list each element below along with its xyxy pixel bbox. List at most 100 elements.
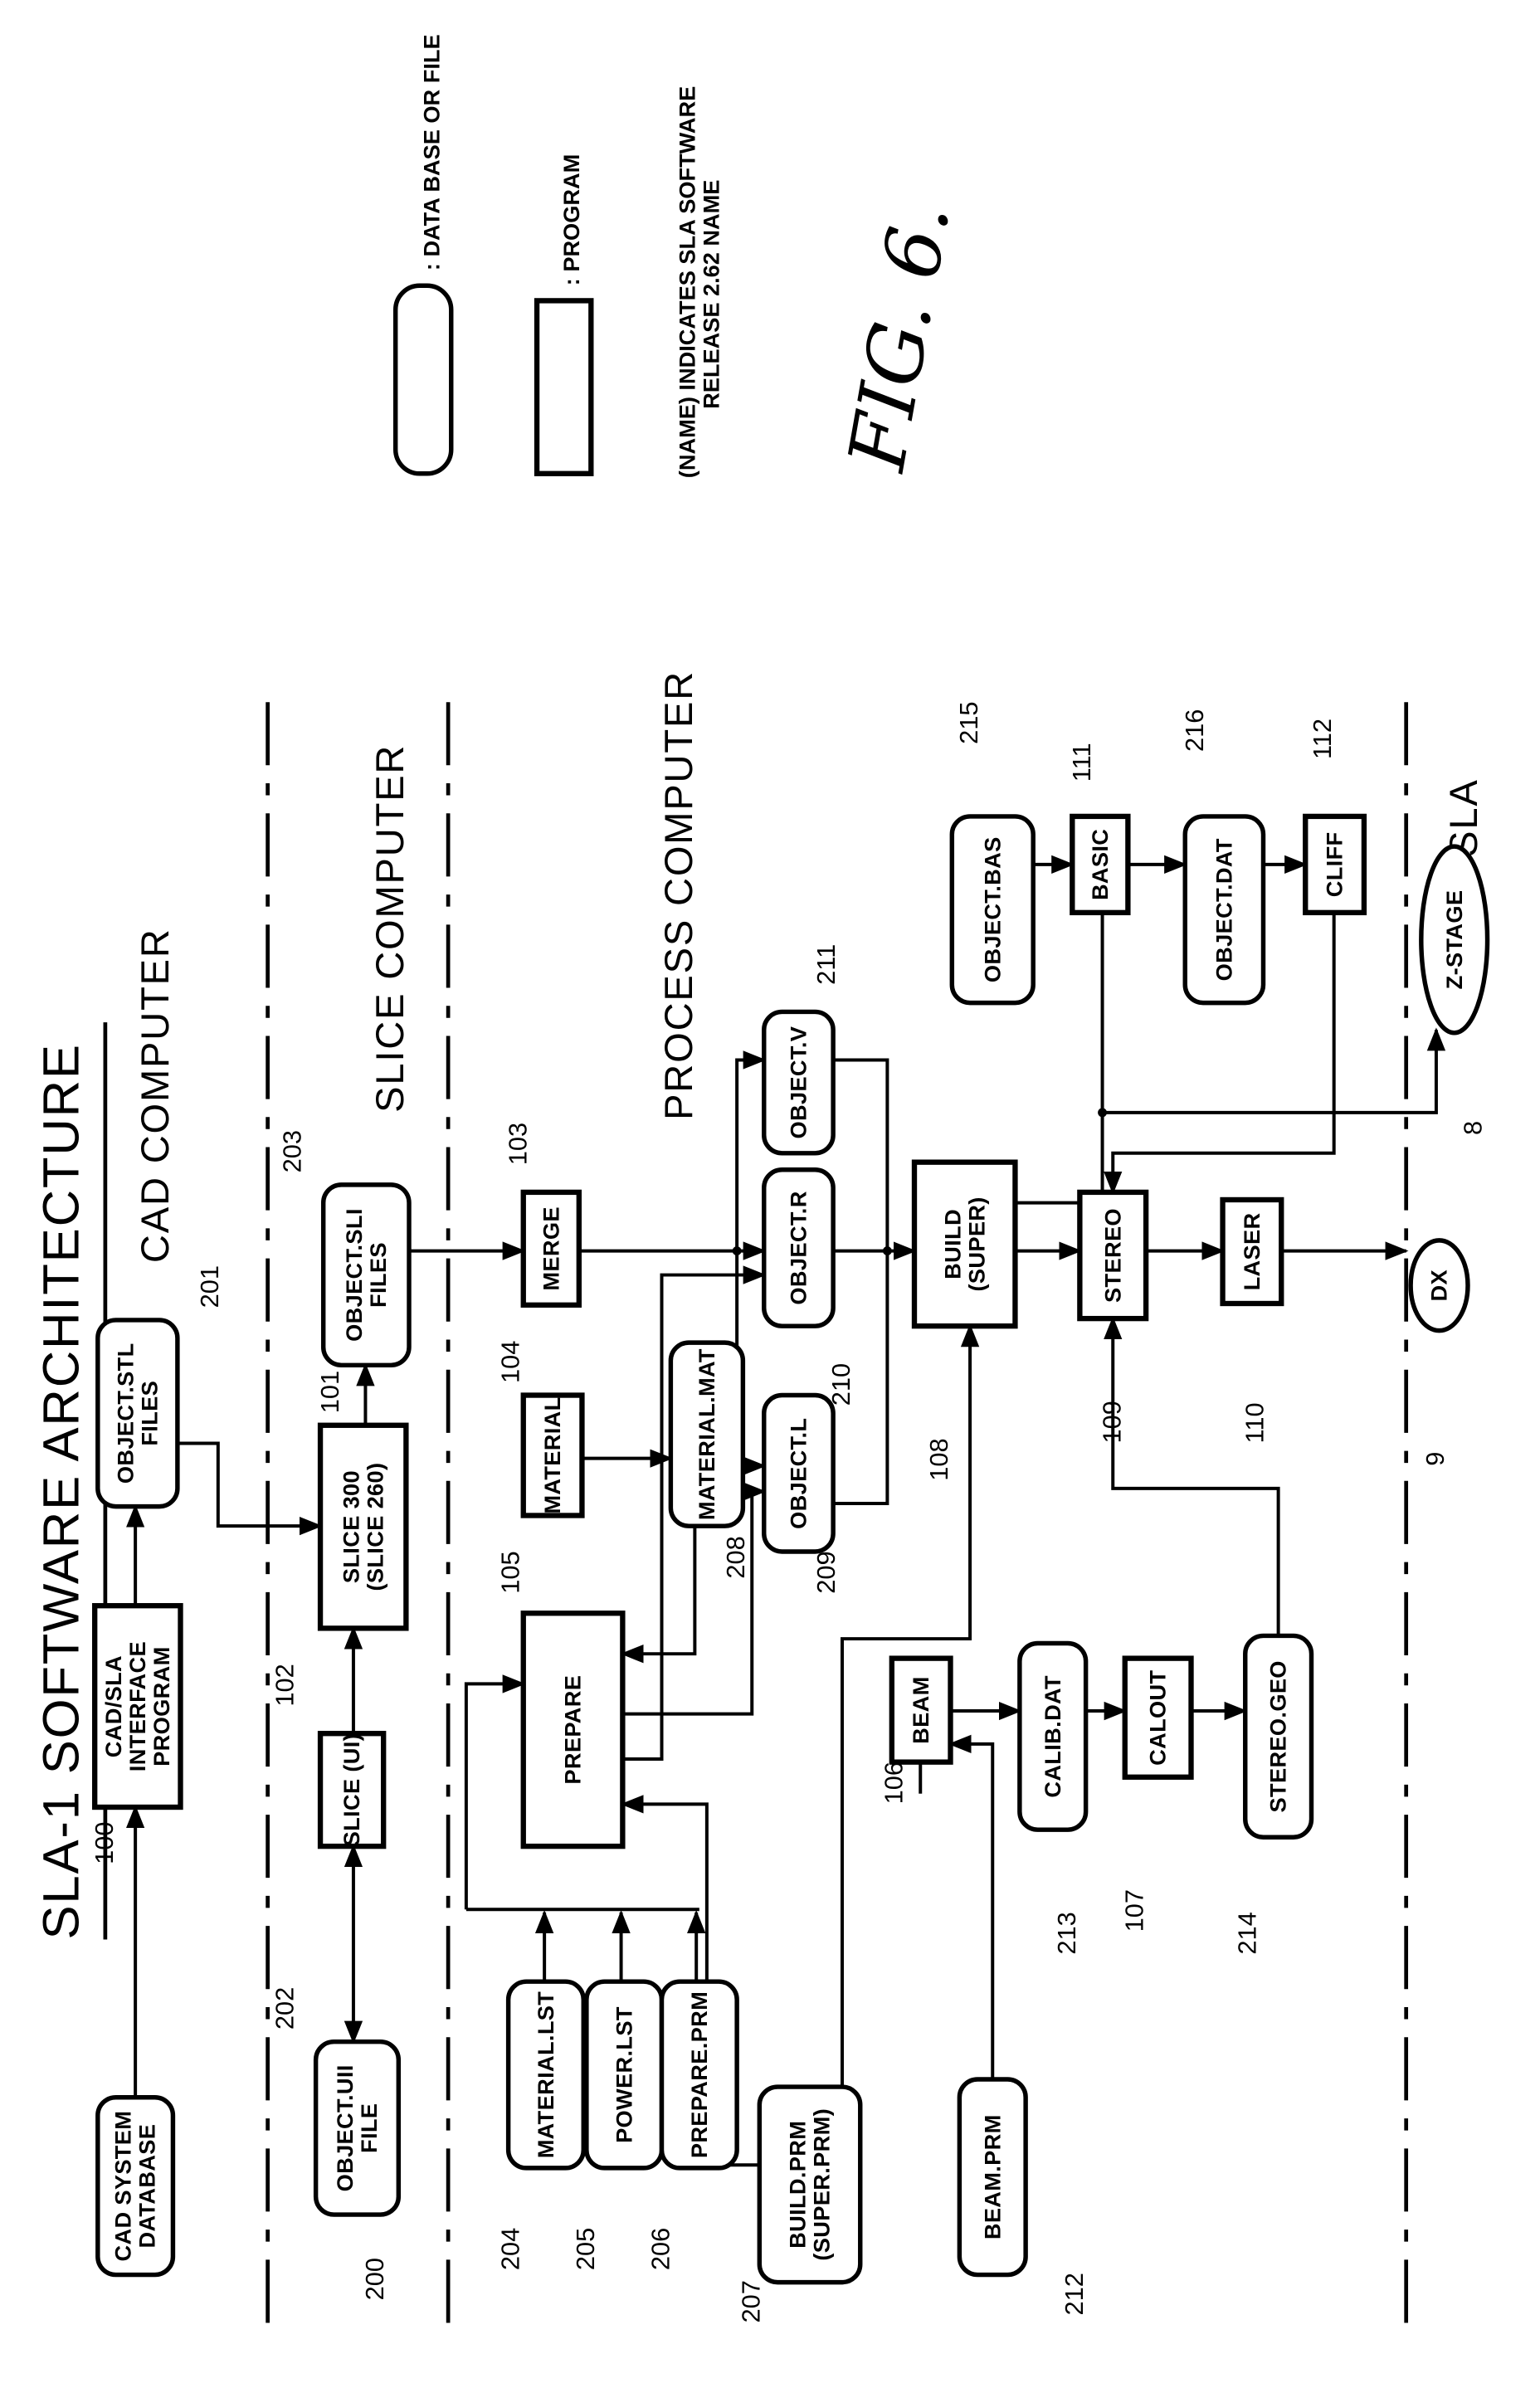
node-label: (SLICE 260) — [362, 1463, 387, 1591]
reference-numeral-100: 100 — [90, 1821, 119, 1864]
node-label: CAD SYSTEM — [110, 2111, 136, 2262]
wire-stl-to-slice300 — [178, 1444, 320, 1527]
node-object-l: OBJECT.L — [764, 1396, 833, 1552]
node-label: BUILD.PRM — [785, 2121, 811, 2249]
reference-numeral-8: 8 — [1458, 1121, 1487, 1135]
node-beam: BEAM — [892, 1659, 951, 1762]
node-slice300: SLICE 300(SLICE 260) — [320, 1425, 406, 1629]
node-dx: DX — [1411, 1240, 1468, 1331]
reference-numeral-206: 206 — [646, 2228, 675, 2270]
node-material-lst: MATERIAL.LST — [509, 1981, 584, 2168]
node-label: BASIC — [1087, 829, 1113, 900]
node-cad-sla: CAD/SLAINTERFACEPROGRAM — [95, 1606, 180, 1807]
node-label: OBJECT.STL — [112, 1343, 138, 1484]
junction-dot — [733, 1246, 742, 1255]
node-label: PREPARE.PRM — [686, 1991, 712, 2158]
node-label: BEAM — [908, 1676, 933, 1743]
node-label: FILES — [365, 1242, 391, 1308]
section-label-sla: SLA — [1441, 778, 1485, 856]
node-label: CALOUT — [1145, 1669, 1171, 1765]
node-object-v: OBJECT.V — [764, 1011, 833, 1153]
node-label: CALIB.DAT — [1040, 1675, 1065, 1798]
reference-numeral-108: 108 — [924, 1438, 953, 1480]
node-label: MERGE — [538, 1206, 563, 1290]
reference-numeral-209: 209 — [811, 1551, 841, 1593]
wire-beamprm-to-beam — [951, 1744, 993, 2083]
node-build-prm: BUILD.PRM(SUPER.PRM) — [759, 2087, 860, 2283]
node-label: SLICE (UI) — [339, 1733, 364, 1846]
legend-program-symbol — [537, 300, 591, 473]
reference-numeral-9: 9 — [1421, 1452, 1450, 1466]
node-label: MATERIAL.LST — [533, 1991, 558, 2159]
reference-numeral-204: 204 — [495, 2228, 524, 2270]
node-label: POWER.LST — [611, 2006, 636, 2143]
wire-stereogeo-to-stereo — [1113, 1318, 1278, 1639]
wire-lst-bus-to-prepare — [466, 1684, 524, 1909]
node-object-ui: OBJECT.UIIFILE — [316, 2042, 399, 2215]
reference-numeral-207: 207 — [736, 2280, 765, 2322]
section-label-slice-computer: SLICE COMPUTER — [368, 744, 412, 1113]
node-label: STEREO.GEO — [1265, 1660, 1291, 1812]
node-cad-db: CAD SYSTEMDATABASE — [98, 2098, 173, 2275]
node-cliff: CLIFF — [1305, 816, 1364, 913]
node-z-stage: Z-STAGE — [1421, 846, 1488, 1033]
wire-objects-output-bus — [831, 1060, 888, 1503]
reference-numeral-106: 106 — [879, 1762, 908, 1804]
node-label: (SUPER) — [963, 1196, 989, 1291]
node-label: OBJECT.V — [785, 1026, 811, 1139]
figure-label: FIG. 6. — [831, 197, 967, 479]
node-stereo: STEREO — [1079, 1192, 1146, 1318]
reference-numeral-205: 205 — [571, 2228, 600, 2270]
node-basic: BASIC — [1072, 816, 1128, 913]
reference-numeral-101: 101 — [315, 1371, 344, 1413]
node-laser: LASER — [1223, 1200, 1282, 1304]
reference-numeral-212: 212 — [1060, 2273, 1089, 2315]
node-label: Z-STAGE — [1441, 890, 1467, 990]
junction-dot — [1098, 1108, 1107, 1117]
reference-numeral-203: 203 — [277, 1130, 306, 1172]
node-prepare-prm: PREPARE.PRM — [662, 1981, 738, 2168]
node-label: OBJECT.SLI — [341, 1208, 367, 1342]
node-merge: MERGE — [524, 1192, 579, 1305]
node-label: STEREO — [1099, 1208, 1125, 1303]
node-material: MATERIAL — [524, 1396, 582, 1516]
node-prepare: PREPARE — [524, 1613, 623, 1846]
node-label: DX — [1426, 1269, 1452, 1301]
reference-numeral-109: 109 — [1097, 1401, 1126, 1443]
reference-numeral-216: 216 — [1180, 709, 1209, 752]
node-material-mat: MATERIAL.MAT — [670, 1343, 743, 1526]
node-label: OBJECT.DAT — [1211, 838, 1236, 981]
node-object-sli: OBJECT.SLIFILES — [324, 1185, 409, 1365]
wire-mat-to-prepare — [622, 1523, 694, 1654]
diagram-title-text: SLA-1 SOFTWARE ARCHITECTURE — [32, 1043, 90, 1939]
node-label: CLIFF — [1322, 832, 1348, 898]
node-object-bas: OBJECT.BAS — [952, 816, 1033, 1003]
reference-numeral-200: 200 — [360, 2258, 389, 2300]
node-label: MATERIAL — [539, 1396, 565, 1513]
reference-numeral-201: 201 — [195, 1265, 224, 1308]
legend-note-line1: (NAME) INDICATES SLA SOFTWARE — [674, 86, 699, 478]
reference-numeral-210: 210 — [826, 1363, 855, 1406]
legend: : DATA BASE OR FILE : PROGRAM (NAME) IND… — [396, 34, 724, 478]
node-label: OBJECT.BAS — [979, 836, 1005, 982]
reference-numeral-110: 110 — [1240, 1402, 1269, 1443]
node-label: FILE — [356, 2103, 382, 2153]
node-label: MATERIAL.MAT — [694, 1348, 719, 1520]
junction-dot — [883, 1246, 892, 1255]
legend-database-label: : DATA BASE OR FILE — [418, 34, 444, 270]
section-label-process-computer: PROCESS COMPUTER — [656, 670, 700, 1120]
node-label: OBJECT.R — [785, 1191, 811, 1304]
section-label-cad-computer: CAD COMPUTER — [133, 928, 177, 1263]
node-label: FILES — [136, 1381, 162, 1446]
reference-numeral-208: 208 — [721, 1536, 750, 1578]
node-calout: CALOUT — [1125, 1659, 1192, 1777]
reference-numeral-214: 214 — [1232, 1912, 1261, 1954]
node-label: (SUPER.PRM) — [809, 2108, 835, 2261]
reference-numeral-105: 105 — [495, 1551, 524, 1593]
node-beam-prm: BEAM.PRM — [959, 2079, 1026, 2275]
reference-numeral-213: 213 — [1052, 1912, 1081, 1954]
node-object-dat: OBJECT.DAT — [1185, 816, 1263, 1003]
node-label: BEAM.PRM — [979, 2114, 1005, 2239]
legend-note-line2: RELEASE 2.62 NAME — [698, 180, 724, 409]
